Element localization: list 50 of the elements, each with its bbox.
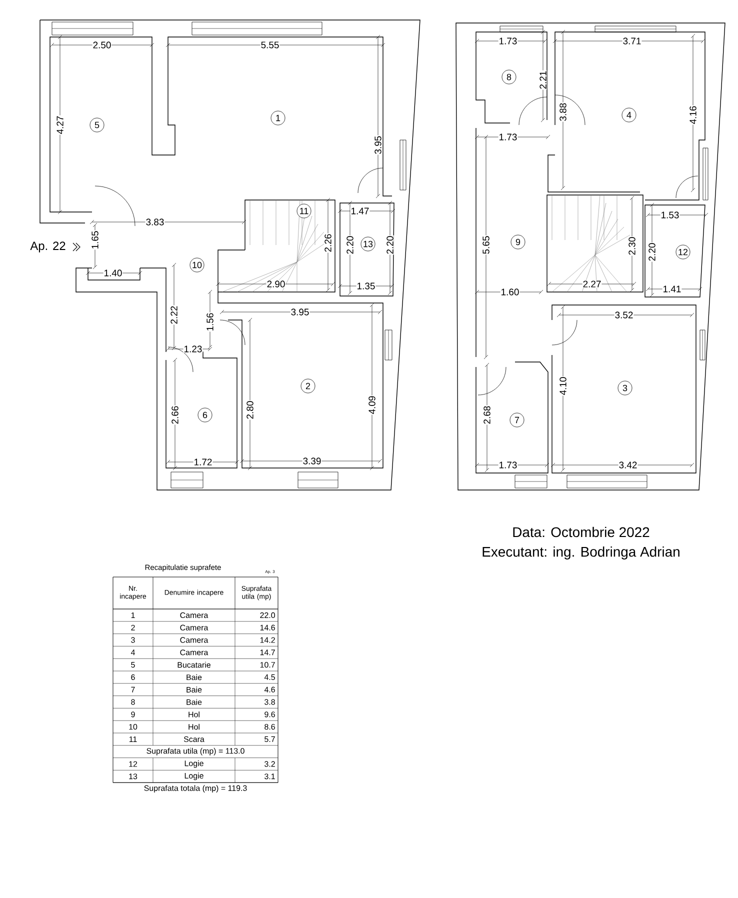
dimension-text: 3.95 bbox=[374, 135, 382, 155]
dimension-text: 4.09 bbox=[368, 395, 376, 415]
dimension-text: 1.56 bbox=[206, 312, 214, 332]
dimension-text: 1.60 bbox=[500, 288, 520, 296]
dimension-text: 1.23 bbox=[183, 345, 203, 353]
dimension-text: 1.73 bbox=[498, 461, 518, 469]
dimension-text: 1.41 bbox=[662, 285, 682, 293]
room-number: 2 bbox=[300, 378, 316, 394]
dimension-text: 3.71 bbox=[622, 37, 642, 45]
room-number: 8 bbox=[502, 70, 516, 84]
dimension-text: 1.53 bbox=[660, 211, 680, 219]
dimension-text: 1.65 bbox=[91, 230, 99, 250]
dimension-text: 3.39 bbox=[302, 457, 322, 465]
dimension-text: 2.21 bbox=[539, 70, 547, 90]
dimension-text: 3.42 bbox=[618, 461, 638, 469]
dimension-text: 2.90 bbox=[266, 280, 286, 288]
dimension-text: 1.47 bbox=[350, 207, 370, 215]
dimension-text: 3.95 bbox=[290, 308, 310, 316]
dimension-text: 5.55 bbox=[260, 41, 280, 49]
author-text: Executant: ing. Bodringa Adrian bbox=[482, 546, 680, 560]
dimension-text: 2.27 bbox=[582, 280, 602, 288]
dimension-text: 3.83 bbox=[145, 218, 165, 226]
dimension-text: 2.20 bbox=[386, 235, 394, 255]
dimension-text: 1.40 bbox=[103, 269, 123, 277]
date-text: Data: Octombrie 2022 bbox=[513, 526, 650, 538]
room-number: 4 bbox=[622, 108, 636, 122]
room-number: 7 bbox=[510, 412, 524, 428]
dimension-text: 2.50 bbox=[92, 41, 112, 49]
dimension-text: 4.16 bbox=[689, 105, 697, 125]
dimension-text: 1.73 bbox=[498, 37, 518, 45]
dimension-text: 4.10 bbox=[559, 376, 567, 396]
dimension-text: 1.35 bbox=[356, 282, 376, 290]
room-number: 11 bbox=[296, 204, 312, 218]
room-number: 13 bbox=[360, 236, 376, 252]
dimension-text: 2.26 bbox=[324, 233, 332, 253]
dimension-text: 3.88 bbox=[559, 102, 567, 122]
room-number: 10 bbox=[190, 258, 204, 272]
dimension-text: 2.20 bbox=[648, 242, 656, 262]
room-number: 12 bbox=[676, 244, 690, 260]
entrance-label: Ap. 22 bbox=[30, 242, 66, 252]
room-number: 3 bbox=[618, 380, 632, 396]
dimension-text: 2.80 bbox=[246, 400, 254, 420]
dimension-text: 2.30 bbox=[628, 236, 636, 256]
room-number: 1 bbox=[270, 110, 286, 126]
room-number: 9 bbox=[510, 234, 526, 250]
room-number: 6 bbox=[198, 408, 212, 422]
room-number: 5 bbox=[90, 118, 104, 132]
dimension-text: 1.73 bbox=[498, 133, 518, 141]
dimension-text: 1.72 bbox=[193, 458, 213, 466]
dimension-text: 3.52 bbox=[614, 311, 634, 319]
